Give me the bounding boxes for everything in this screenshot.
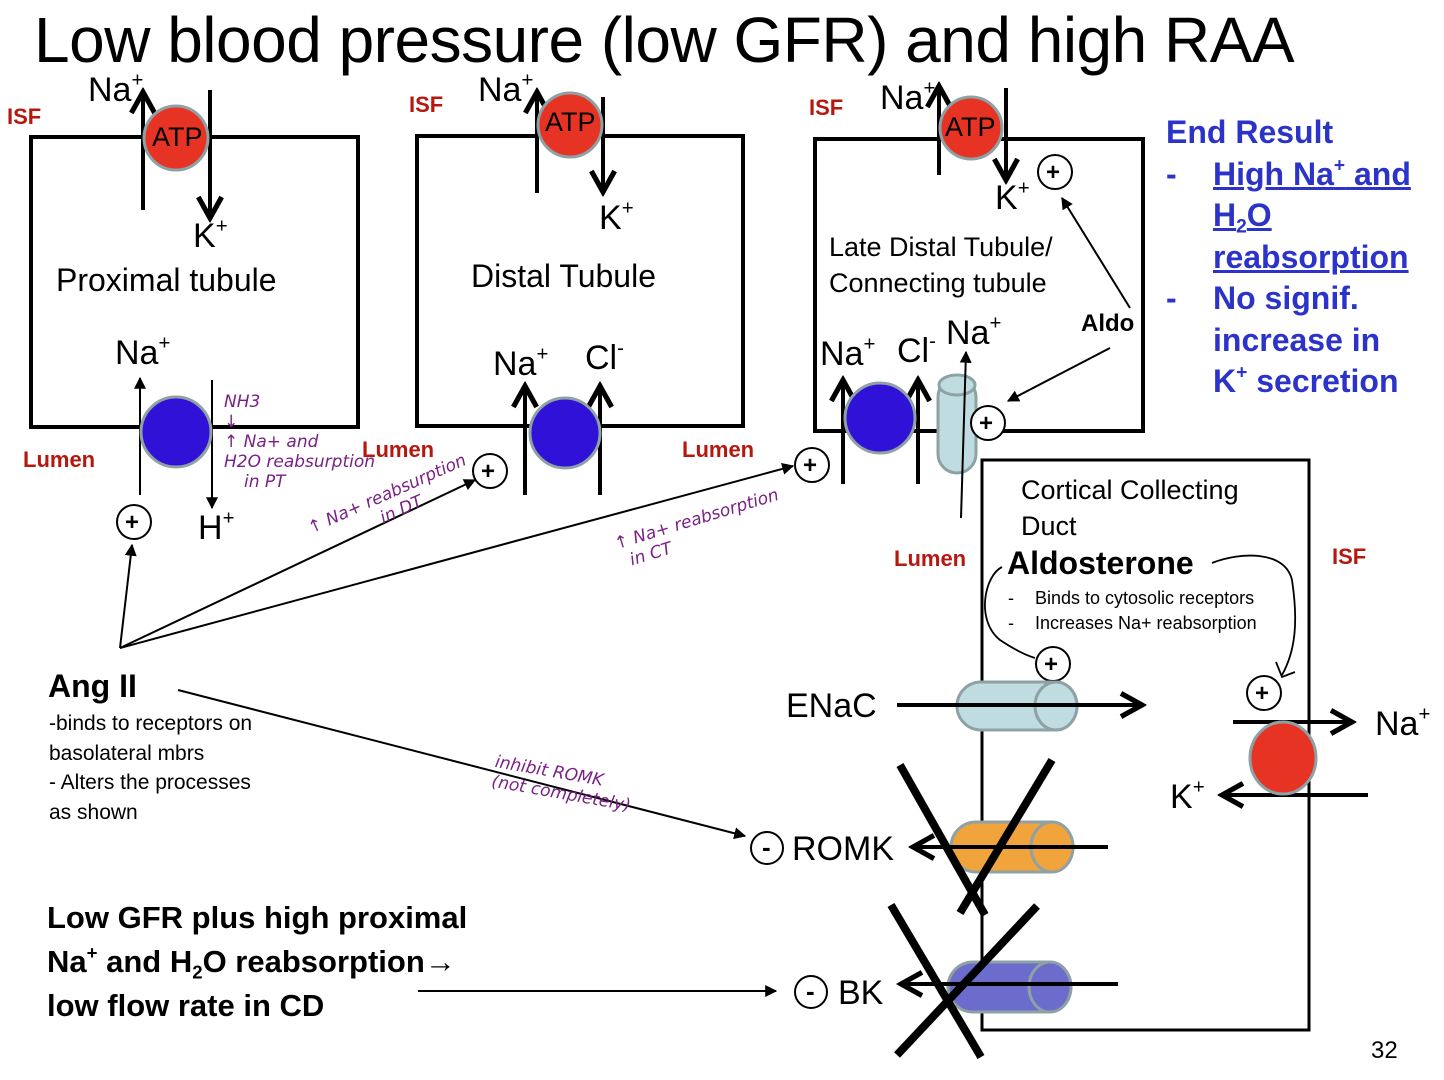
proximal-handwritten-note: NH3 ↓ ↑ Na+ and H2O reabsurption in PT [224, 392, 376, 492]
ang2-description: -binds to receptors on basolateral mbrs … [49, 712, 253, 824]
plus-circle-late-distal-pump [1037, 154, 1073, 190]
proximal-h-label: H+ [198, 507, 235, 547]
plus-circle-cd-pump [1246, 675, 1282, 711]
low-flow-note: Low GFR plus high proximal Na+ and H2O r… [47, 900, 468, 1023]
ang2-heading: Ang II [48, 668, 137, 704]
cd-enac-plus-sign: + [1044, 651, 1059, 678]
distal-na-cl-cotransporter [528, 396, 602, 470]
late-distal-enac-plus-sign: + [979, 410, 994, 437]
bk-cross-line-2 [894, 903, 1040, 1058]
aldosterone-to-pump-curve [1211, 554, 1297, 676]
slide-title: Low blood pressure (low GFR) and high RA… [34, 4, 1295, 76]
distal-atp-pump [536, 91, 604, 159]
proximal-na-h-exchanger [139, 395, 213, 469]
lumen-label-late-distal: Lumen [682, 437, 755, 462]
plus-circle-distal [472, 453, 508, 489]
aldosterone-heading: Aldosterone [1007, 545, 1194, 581]
proximal-atp-pump [142, 104, 210, 172]
romk-cross-line-2 [956, 757, 1056, 916]
end-result-heading: End Result [1166, 114, 1334, 150]
distal-plus-sign: + [481, 458, 496, 485]
distal-na-bottom-label: Na+ [493, 343, 549, 383]
late-distal-k-label: K+ [995, 177, 1030, 217]
angii-to-late-distal-arrow [119, 463, 795, 649]
aldo-to-pump-arrow [1061, 196, 1131, 309]
proximal-na-bottom-label: Na+ [115, 332, 171, 372]
end-result-bullet-2: - No signif. increase in K+ secretion [1166, 280, 1399, 399]
late-distal-na-top-label: Na+ [880, 77, 936, 117]
minus-circle-bk [794, 975, 828, 1009]
late-distal-tubule-name: Late Distal Tubule/ Connecting tubule [829, 232, 1053, 298]
proximal-na-top-label: Na+ [88, 69, 144, 109]
romk-minus-sign: - [762, 832, 771, 862]
romk-label: ROMK [792, 830, 894, 868]
late-distal-atp-label: ATP [945, 112, 996, 142]
isf-label-distal: ISF [409, 92, 444, 117]
cd-bk-channel [946, 960, 1073, 1014]
distal-tubule-name: Distal Tubule [471, 258, 656, 294]
angii-to-proximal-arrow [119, 543, 137, 649]
enac-label: ENaC [786, 687, 877, 725]
angii-to-distal-arrow [119, 479, 477, 649]
late-distal-atp-pump [938, 95, 1004, 161]
isf-label-late-distal: ISF [809, 95, 844, 120]
plus-circle-late-distal-enac [970, 405, 1006, 441]
distal-k-label: K+ [599, 197, 634, 237]
lumen-label-proximal: Lumen [23, 447, 96, 472]
aldosterone-to-enac-curve [984, 566, 1036, 659]
proximal-k-label: K+ [193, 215, 228, 255]
cd-na-label: Na+ [1375, 703, 1431, 743]
minus-circle-romk [750, 831, 784, 865]
aldosterone-points: -Binds to cytosolic receptors -Increases… [1008, 588, 1257, 633]
lumen-label-distal: Lumen [362, 437, 435, 462]
end-result-panel: End Result - High Na+ and H2O reabsorpti… [1166, 112, 1411, 403]
late-distal-cl-label: Cl- [897, 330, 936, 370]
angii-to-romk-arrow [177, 689, 747, 840]
distal-atp-label: ATP [545, 107, 596, 137]
end-result-bullet-1: - High Na+ and H2O reabsorption [1166, 155, 1411, 275]
bk-minus-sign: - [806, 976, 815, 1006]
isf-label-collecting-duct: ISF [1332, 544, 1367, 569]
late-distal-channel-na-label: Na+ [946, 312, 1002, 352]
proximal-atp-label: ATP [152, 122, 203, 152]
proximal-tubule-name: Proximal tubule [56, 262, 277, 298]
cd-pump-plus-sign: + [1255, 680, 1270, 707]
plus-circle-proximal [116, 504, 152, 540]
bk-label: BK [838, 974, 884, 1012]
bk-cross-line-1 [887, 902, 985, 1060]
late-distal-enac-na-arrow [959, 350, 972, 519]
page-number: 32 [1371, 1037, 1398, 1064]
aldosterone-curve-arrowhead [1275, 661, 1296, 679]
late-distal-pump-plus-sign: + [1046, 159, 1061, 186]
collecting-duct-name: Cortical Collecting Duct [1021, 475, 1239, 541]
proximal-plus-sign: + [125, 509, 140, 536]
distal-cl-label: Cl- [585, 337, 624, 377]
plus-circle-late-distal [794, 447, 830, 483]
cd-k-label: K+ [1170, 776, 1205, 816]
late-distal-na-bottom-label: Na+ [820, 333, 876, 373]
cd-atp-pump [1248, 720, 1318, 796]
late-distal-plus-sign: + [803, 452, 818, 479]
isf-label-proximal: ISF [7, 104, 42, 129]
aldo-to-enac-arrow [1006, 347, 1111, 402]
late-distal-na-cl-cotransporter [843, 381, 917, 455]
distal-na-top-label: Na+ [478, 69, 534, 109]
lumen-label-collecting-duct: Lumen [894, 546, 967, 571]
aldo-label: Aldo [1081, 310, 1135, 337]
